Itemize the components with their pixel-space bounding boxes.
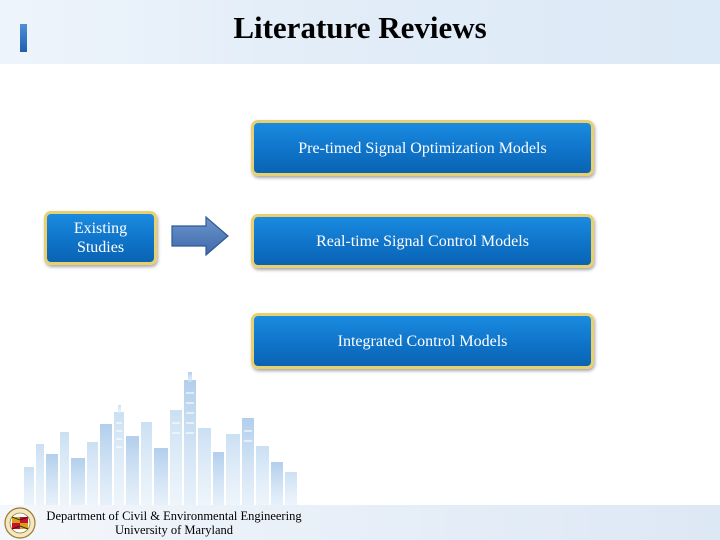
pretimed-signal-box: Pre-timed Signal Optimization Models <box>251 120 594 176</box>
department-info: Department of Civil & Environmental Engi… <box>42 509 306 537</box>
existing-studies-label: Existing Studies <box>74 219 127 257</box>
university-seal-icon <box>4 507 36 539</box>
existing-studies-box: Existing Studies <box>44 211 157 265</box>
integrated-control-label: Integrated Control Models <box>338 332 508 351</box>
pretimed-signal-label: Pre-timed Signal Optimization Models <box>298 139 546 158</box>
city-skyline-graphic <box>22 372 312 507</box>
right-arrow-icon <box>170 215 232 257</box>
department-name: Department of Civil & Environmental Engi… <box>42 509 306 523</box>
page-title: Literature Reviews <box>0 10 720 46</box>
university-name: University of Maryland <box>42 523 306 537</box>
integrated-control-box: Integrated Control Models <box>251 313 594 369</box>
realtime-signal-box: Real-time Signal Control Models <box>251 214 594 268</box>
realtime-signal-label: Real-time Signal Control Models <box>316 232 529 251</box>
